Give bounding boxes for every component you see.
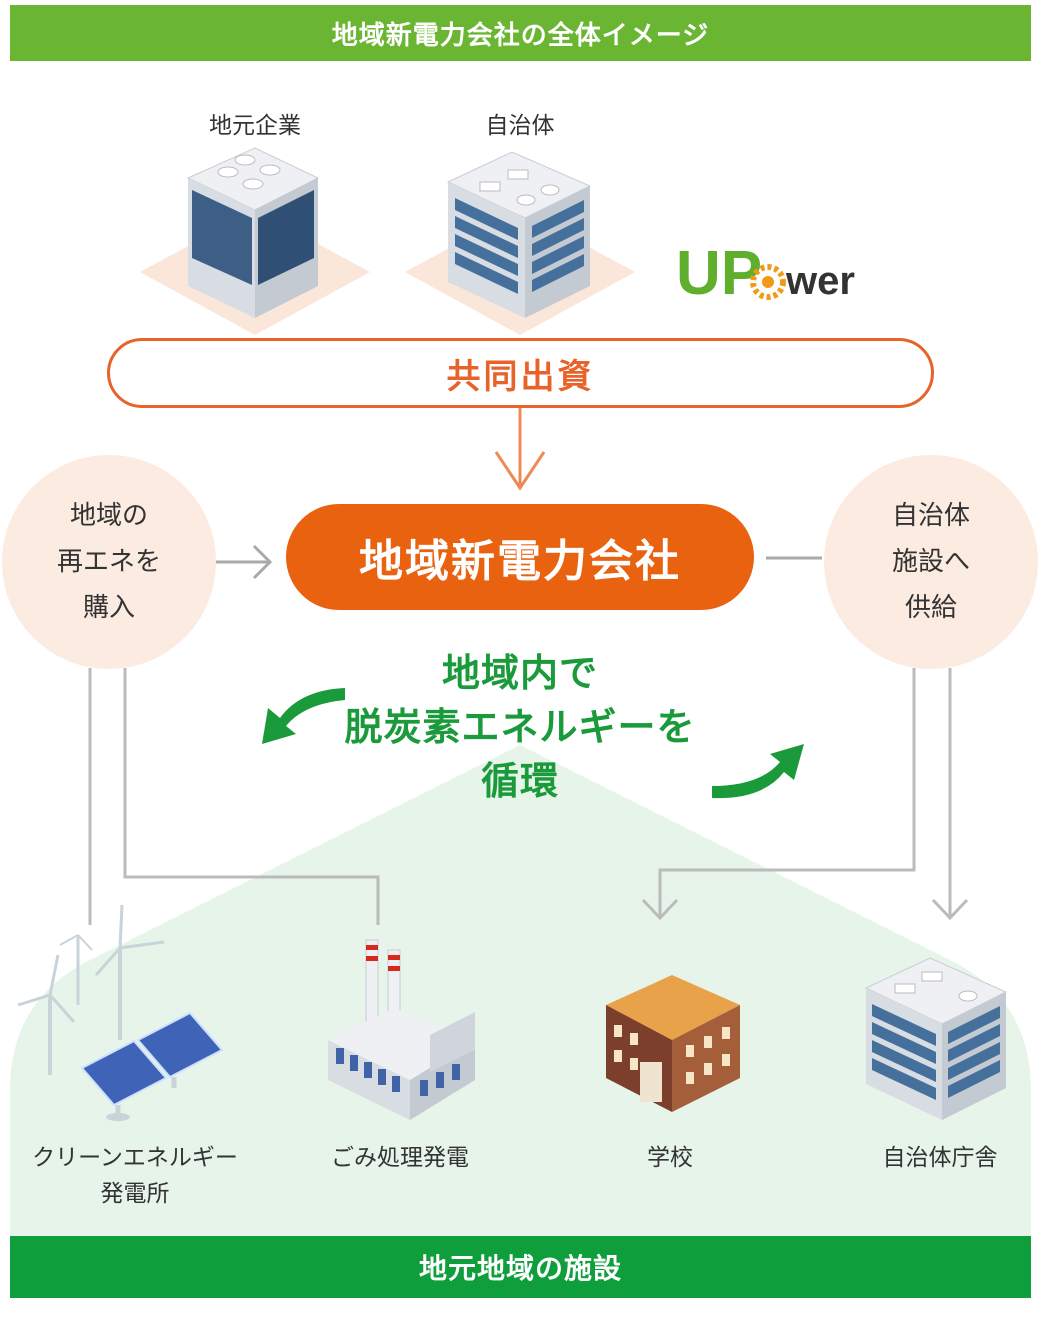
upower-logo: UP wer (676, 232, 866, 316)
logo-rest-text: wer (785, 259, 855, 303)
buy-arrow (216, 544, 273, 580)
facility-school-line-1: 学校 (647, 1145, 693, 1171)
facility-city-office-label: 自治体庁舎 (855, 1140, 1025, 1176)
government-office-icon (864, 957, 1008, 1120)
connector-right (641, 668, 969, 921)
diagram-title: 地域新電力会社の全体イメージ (10, 5, 1031, 61)
facility-clean-energy-label: クリーンエネルギー 発電所 (10, 1140, 260, 1212)
supply-municipal-circle: 自治体 施設へ 供給 (824, 455, 1038, 669)
down-arrow (494, 408, 546, 491)
wind-turbine-icon (17, 904, 165, 1075)
facility-city-office-line-1: 自治体庁舎 (882, 1145, 998, 1171)
sunflower-logo-icon: UP wer (676, 239, 855, 308)
cycle-arrow-icon (262, 688, 804, 799)
buy-renewable-circle: 地域の 再エネを 購入 (2, 455, 216, 669)
facility-clean-energy-line-1: クリーンエネルギー (32, 1145, 238, 1171)
facility-waste-power-line-1: ごみ処理発電 (331, 1145, 469, 1171)
solar-panel-icon (80, 1011, 224, 1121)
city-hall-building-icon (446, 151, 592, 318)
investor-local-company-label: 地元企業 (209, 113, 301, 139)
regional-power-company: 地域新電力会社 (286, 504, 754, 610)
office-building-icon (186, 147, 320, 318)
joint-investment-box: 共同出資 (107, 338, 934, 408)
supply-municipal-line-2: 施設へ (891, 547, 970, 577)
local-facilities-title: 地元地域の施設 (10, 1236, 1031, 1298)
local-region-area (10, 745, 1031, 1236)
buy-renewable-line-3: 購入 (82, 593, 135, 623)
cycle-line-2: 脱炭素エネルギーを (344, 705, 696, 749)
decarbonized-cycle-text: 地域内で 脱炭素エネルギーを 循環 (300, 646, 740, 808)
facility-clean-energy-line-2: 発電所 (100, 1181, 170, 1207)
facility-school-label: 学校 (610, 1140, 730, 1176)
logo-up-text: UP (676, 239, 762, 308)
facility-waste-power-label: ごみ処理発電 (300, 1140, 500, 1176)
supply-municipal-line-1: 自治体 (891, 501, 970, 531)
connector-left (88, 668, 380, 925)
cycle-line-3: 循環 (480, 759, 559, 803)
cycle-line-1: 地域内で (441, 651, 598, 695)
school-building-icon (606, 975, 740, 1112)
supply-municipal-line-3: 供給 (904, 593, 957, 623)
investor-municipality-label: 自治体 (485, 113, 555, 139)
regional-power-company-label: 地域新電力会社 (359, 536, 681, 587)
buy-renewable-line-1: 地域の (69, 501, 148, 531)
incinerator-plant-icon (328, 939, 475, 1120)
joint-investment-label: 共同出資 (446, 356, 595, 397)
buy-renewable-line-2: 再エネを (56, 547, 161, 577)
